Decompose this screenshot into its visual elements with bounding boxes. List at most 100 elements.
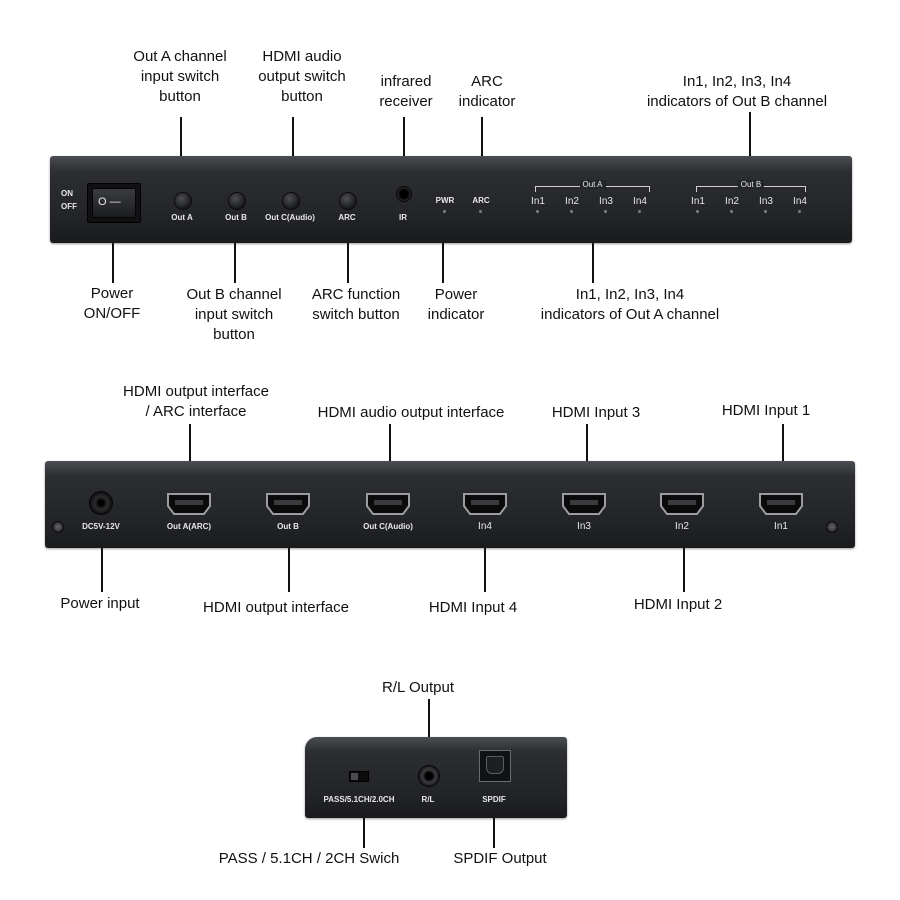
switch-on-label: ON: [61, 189, 73, 198]
out-b-in4-led: [798, 210, 801, 213]
screw-left: [52, 521, 64, 533]
out-a-in2-led: [570, 210, 573, 213]
leader-out-b: [288, 548, 290, 592]
rl-audio-jack[interactable]: [418, 765, 440, 787]
caption-input-3: HDMI Input 3: [551, 404, 641, 421]
out-a-in4-label: In4: [633, 196, 647, 207]
hdmi-port-in1[interactable]: [758, 492, 804, 516]
pwr-led-label: PWR: [435, 196, 455, 205]
out-a-in4-led: [638, 210, 641, 213]
caption-input-1: HDMI Input 1: [721, 402, 811, 419]
switch-off-label: OFF: [61, 202, 77, 211]
hdmi-port-out-c-audio[interactable]: [365, 492, 411, 516]
caption-out-a-button: Out A channel input switch button: [133, 48, 227, 105]
out-b-group-bracket: Out B: [696, 180, 806, 192]
port-label-in2: In2: [675, 521, 689, 532]
hdmi-port-in2[interactable]: [659, 492, 705, 516]
port-label-out-c-audio: Out C(Audio): [363, 522, 413, 531]
caption-spdif-output: SPDIF Output: [453, 850, 547, 867]
power-rocker-switch[interactable]: O —: [87, 183, 141, 223]
out-b-group-label: Out B: [737, 180, 765, 189]
caption-rl-output: R/L Output: [382, 679, 454, 696]
spdif-optical-port[interactable]: [479, 750, 511, 782]
out-a-group-label: Out A: [579, 180, 606, 189]
spdif-label: SPDIF: [482, 795, 506, 804]
front-panel: ON OFF O — Out A Out B Out C(Audio) ARC …: [50, 156, 852, 243]
ir-receiver-window: [396, 186, 412, 202]
leader-hdmi-audio-button: [292, 117, 294, 156]
rear-panel: DC5V-12V Out A(ARC) Out B Out C(Audio) I…: [45, 461, 855, 548]
leader-out-b-button: [234, 243, 236, 283]
leader-arc-indicator: [481, 117, 483, 156]
leader-power-switch: [112, 243, 114, 283]
caption-hdmi-audio-out: HDMI audio output interface: [317, 404, 505, 421]
hdmi-port-out-b[interactable]: [265, 492, 311, 516]
leader-out-a-indicators: [592, 243, 594, 283]
switch-symbols: O —: [98, 196, 121, 208]
audio-side-panel: PASS/5.1CH/2.0CH R/L SPDIF: [305, 737, 567, 818]
caption-out-b-button: Out B channel input switch button: [186, 286, 282, 343]
out-a-in3-label: In3: [599, 196, 613, 207]
out-b-in4-label: In4: [793, 196, 807, 207]
caption-power-switch: Power ON/OFF: [83, 285, 141, 322]
out-c-audio-button-label: Out C(Audio): [265, 213, 315, 222]
out-a-group-bracket: Out A: [535, 180, 650, 192]
out-c-audio-button[interactable]: [282, 192, 300, 210]
arc-led-label: ARC: [472, 196, 490, 205]
leader-input-3: [586, 424, 588, 461]
leader-out-a-button: [180, 117, 182, 156]
hdmi-port-in4[interactable]: [462, 492, 508, 516]
caption-hdmi-out-arc: HDMI output interface / ARC interface: [123, 383, 269, 420]
caption-power-indicator: Power indicator: [427, 286, 485, 323]
port-label-in1: In1: [774, 521, 788, 532]
out-a-button[interactable]: [174, 192, 192, 210]
caption-hdmi-audio-button: HDMI audio output switch button: [258, 48, 346, 105]
hdmi-port-in3[interactable]: [561, 492, 607, 516]
caption-power-input: Power input: [60, 595, 140, 612]
leader-input-2: [683, 548, 685, 592]
screw-right: [826, 521, 838, 533]
out-b-in3-label: In3: [759, 196, 773, 207]
out-b-button-label: Out B: [225, 213, 247, 222]
caption-pass-switch: PASS / 5.1CH / 2CH Swich: [218, 850, 400, 867]
out-a-in1-led: [536, 210, 539, 213]
caption-arc-indicator: ARC indicator: [458, 73, 516, 110]
leader-power-indicator: [442, 243, 444, 283]
port-label-out-a-arc: Out A(ARC): [166, 522, 212, 531]
pass-switch-label: PASS/5.1CH/2.0CH: [323, 795, 395, 804]
out-b-button[interactable]: [228, 192, 246, 210]
out-b-in1-led: [696, 210, 699, 213]
caption-input-2: HDMI Input 2: [633, 596, 723, 613]
port-label-in3: In3: [577, 521, 591, 532]
caption-infrared-receiver: infrared receiver: [379, 73, 433, 110]
dc-label: DC5V-12V: [82, 522, 120, 531]
leader-out-a-arc: [189, 424, 191, 461]
out-a-in2-label: In2: [565, 196, 579, 207]
dc-power-jack[interactable]: [89, 491, 113, 515]
arc-button[interactable]: [339, 192, 357, 210]
out-b-in1-label: In1: [691, 196, 705, 207]
out-b-in2-label: In2: [725, 196, 739, 207]
leader-arc-function: [347, 243, 349, 283]
out-a-button-label: Out A: [171, 213, 193, 222]
pass-slide-switch[interactable]: [349, 771, 369, 782]
leader-rl-output: [428, 699, 430, 737]
out-b-in2-led: [730, 210, 733, 213]
out-a-in3-led: [604, 210, 607, 213]
rl-label: R/L: [421, 795, 435, 804]
leader-input-4: [484, 548, 486, 592]
caption-input-4: HDMI Input 4: [428, 599, 518, 616]
leader-pass-switch: [363, 818, 365, 848]
caption-out-b-indicators: In1, In2, In3, In4 indicators of Out B c…: [646, 73, 828, 110]
hdmi-port-out-a-arc[interactable]: [166, 492, 212, 516]
ir-label: IR: [399, 213, 407, 222]
leader-out-b-indicators: [749, 112, 751, 156]
leader-power-input: [101, 548, 103, 592]
arc-led: [479, 210, 482, 213]
out-b-in3-led: [764, 210, 767, 213]
caption-out-a-indicators: In1, In2, In3, In4 indicators of Out A c…: [540, 286, 720, 323]
caption-hdmi-out: HDMI output interface: [203, 599, 349, 616]
leader-spdif-output: [493, 818, 495, 848]
leader-infrared: [403, 117, 405, 156]
arc-button-label: ARC: [338, 213, 356, 222]
